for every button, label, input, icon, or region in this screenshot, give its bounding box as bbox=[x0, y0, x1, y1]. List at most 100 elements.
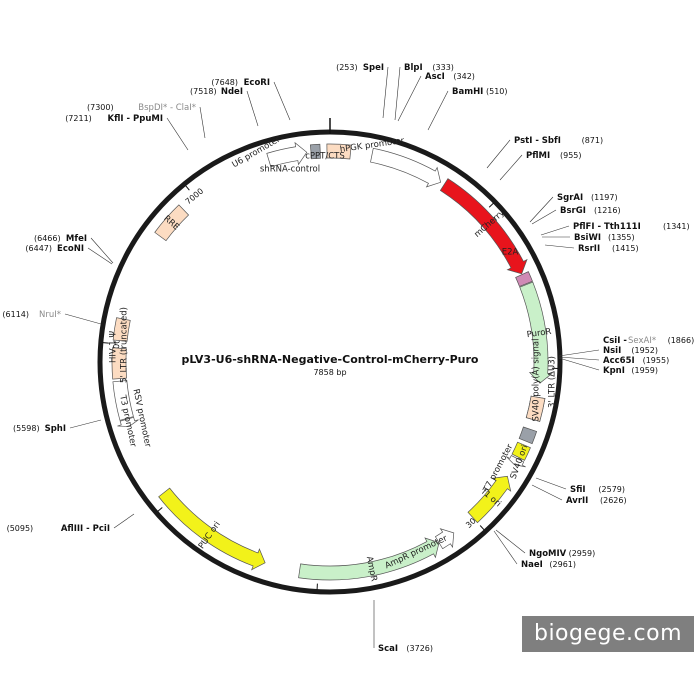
site-position: (6466) bbox=[34, 234, 61, 243]
site-name: BsiWI bbox=[574, 233, 601, 243]
site-sphi: SphI (5598) bbox=[13, 419, 102, 434]
site-pflmi: PflMI (955) bbox=[499, 151, 582, 181]
site-asci: AscI(342) bbox=[397, 72, 475, 122]
site-position: (1216) bbox=[594, 206, 621, 215]
site-name: CsiI - bbox=[603, 336, 627, 346]
site-position: (871) bbox=[582, 136, 604, 145]
feature-rre bbox=[154, 204, 190, 242]
site-name: Acc65I bbox=[603, 356, 635, 366]
site-ecori: EcoRI (7648) bbox=[211, 78, 291, 121]
site-psti-sbfi: PstI - SbfI (871) bbox=[486, 136, 604, 169]
site-leader bbox=[495, 529, 526, 554]
site-leader bbox=[64, 313, 102, 325]
site-position: (5598) bbox=[13, 424, 40, 433]
site-name: AvrII bbox=[566, 496, 588, 506]
site-name: BspDI* - ClaI* bbox=[138, 103, 196, 113]
site-sfii: SfiI(2579) bbox=[535, 477, 625, 495]
site-acc65i: Acc65I (1955) bbox=[558, 356, 670, 366]
feature-rsv-promoter bbox=[112, 380, 134, 421]
site-ngomiv: NgoMIV(2959) bbox=[495, 529, 595, 559]
site-nrui: NruI*(6114) bbox=[2, 310, 102, 325]
site-name: ScaI bbox=[378, 644, 398, 654]
site-leader bbox=[397, 75, 422, 122]
site-name: PstI - SbfI bbox=[514, 136, 561, 146]
site-bsiwi: BsiWI (1355) bbox=[542, 233, 635, 243]
site-econi: EcoNI(6447) bbox=[25, 244, 113, 265]
site-name: SpeI bbox=[363, 63, 384, 73]
site-name: SphI bbox=[45, 424, 66, 434]
site-position: (1866) bbox=[668, 336, 695, 345]
feature-shrna-control bbox=[309, 143, 321, 160]
site-name: KflI - PpuMI bbox=[108, 114, 163, 124]
site-position: (7518) bbox=[190, 87, 217, 96]
site-leader bbox=[558, 356, 600, 361]
tick-mark bbox=[479, 525, 485, 531]
tick-mark bbox=[157, 507, 163, 512]
site-leader bbox=[558, 357, 600, 371]
feature-u6-promoter bbox=[266, 141, 308, 168]
site-leader bbox=[544, 244, 575, 249]
feature-label-ltr5: 5' LTR (truncated) bbox=[120, 307, 130, 383]
feature-puc-ori bbox=[158, 487, 266, 571]
tick-mark bbox=[102, 342, 109, 344]
site-name: NaeI bbox=[521, 560, 543, 570]
tick-label: 6000 bbox=[111, 333, 122, 354]
site-name: MfeI bbox=[66, 234, 87, 244]
site-position: (253) bbox=[336, 63, 358, 72]
site-bsrgi: BsrGI(1216) bbox=[531, 206, 621, 225]
site-leader bbox=[199, 106, 206, 139]
site-leader bbox=[493, 530, 518, 565]
site-position: (1952) bbox=[631, 346, 658, 355]
site-name: BlpI bbox=[404, 63, 423, 73]
site-position: (3726) bbox=[406, 644, 433, 653]
feature-t7-promoter bbox=[506, 455, 526, 468]
site-leader bbox=[394, 66, 401, 121]
site-position: (7648) bbox=[211, 78, 238, 87]
feature-label-e2a: E2A bbox=[502, 248, 519, 258]
site-leader bbox=[531, 209, 557, 225]
feature-label-cppt: cPPT/CTS bbox=[305, 152, 345, 162]
site-name: NsiI bbox=[603, 346, 621, 356]
site-leader bbox=[246, 90, 259, 127]
backbone-ring bbox=[97, 118, 563, 595]
feature-sv40-ori bbox=[518, 426, 538, 445]
feature-label-puror: PuroR bbox=[526, 327, 552, 340]
feature-label-psi: HIV-1 Ψ bbox=[109, 331, 119, 363]
site-leader bbox=[529, 196, 554, 223]
site-position: (333) bbox=[432, 63, 454, 72]
site-sexai: SexAI*(1866) bbox=[628, 336, 694, 346]
feature-e2a bbox=[515, 271, 533, 287]
site-leader bbox=[486, 139, 511, 169]
site-leader bbox=[531, 484, 563, 501]
site-position: (1355) bbox=[608, 233, 635, 242]
site-position: (1197) bbox=[591, 193, 618, 202]
site-avrii: AvrII (2626) bbox=[531, 484, 627, 506]
watermark-logo: biogege.com bbox=[522, 616, 694, 652]
feature-hiv-1-psi bbox=[112, 317, 131, 342]
site-position: (342) bbox=[453, 72, 475, 81]
site-pflfi-tth111i: PflFI - Tth111I(1341) bbox=[540, 222, 690, 236]
site-csii: CsiI - bbox=[603, 336, 627, 346]
site-bamhi: BamHI(510) bbox=[427, 87, 508, 131]
site-position: (2626) bbox=[600, 496, 627, 505]
feature-5-ltr-truncated bbox=[111, 347, 128, 380]
site-position: (6114) bbox=[2, 310, 29, 319]
tick-mark bbox=[185, 185, 190, 191]
site-leader bbox=[535, 477, 567, 490]
restriction-sites: SpeI (253) BlpI (333)AscI(342)BamHI(510) Pst… bbox=[2, 63, 694, 654]
site-leader bbox=[273, 81, 291, 121]
site-position: (1955) bbox=[643, 356, 670, 365]
site-scai: ScaI (3726) bbox=[373, 600, 433, 654]
backbone-inner bbox=[104, 136, 556, 588]
feature-hpgk-promoter bbox=[370, 147, 442, 188]
site-name: NgoMIV bbox=[529, 549, 567, 559]
feature-label-ltr3: 3' LTR (ΔU3) bbox=[548, 356, 558, 408]
site-leader bbox=[558, 349, 600, 357]
site-position: (1959) bbox=[631, 366, 658, 375]
site-name: PflMI bbox=[526, 151, 550, 161]
site-leader bbox=[540, 225, 570, 236]
site-position: (955) bbox=[560, 151, 582, 160]
site-name: EcoRI bbox=[244, 78, 270, 88]
site-leader bbox=[113, 513, 135, 529]
feature-mcherry bbox=[439, 178, 528, 275]
